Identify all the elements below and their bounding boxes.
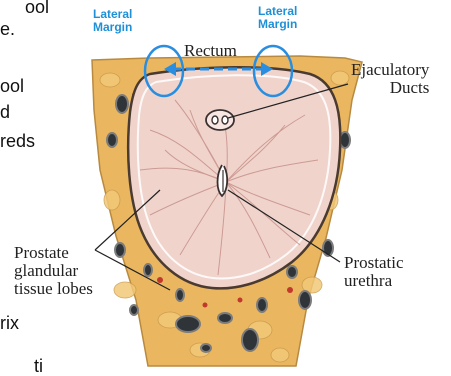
- background-text-line: ool: [25, 0, 49, 17]
- label-line: Prostatic: [344, 254, 404, 272]
- background-text-line: reds: [0, 131, 35, 151]
- lateral-margin-label-right: Lateral Margin: [258, 5, 297, 31]
- prostate-lobes-label: Prostate glandular tissue lobes: [14, 244, 93, 298]
- background-text-line: rix: [0, 313, 19, 333]
- label-line: Margin: [258, 18, 297, 31]
- background-text-line: d: [0, 102, 10, 122]
- background-text-line: ool: [0, 76, 24, 96]
- label-line: Prostate: [14, 244, 93, 262]
- prostatic-urethra-label: Prostatic urethra: [344, 254, 404, 290]
- background-text-line: e.: [0, 19, 15, 39]
- label-line: Ducts: [351, 79, 429, 97]
- ejaculatory-duct-shape: [206, 110, 234, 130]
- label-line: urethra: [344, 272, 404, 290]
- ejaculatory-ducts-label: Ejaculatory Ducts: [351, 61, 429, 97]
- background-text-line: ti: [34, 356, 43, 376]
- label-line: tissue lobes: [14, 280, 93, 298]
- label-line: glandular: [14, 262, 93, 280]
- rectum-label: Rectum: [184, 42, 237, 60]
- lateral-margin-label-left: Lateral Margin: [93, 8, 132, 34]
- label-line: Ejaculatory: [351, 61, 429, 79]
- urethra-shape: [218, 165, 228, 196]
- label-line: Margin: [93, 21, 132, 34]
